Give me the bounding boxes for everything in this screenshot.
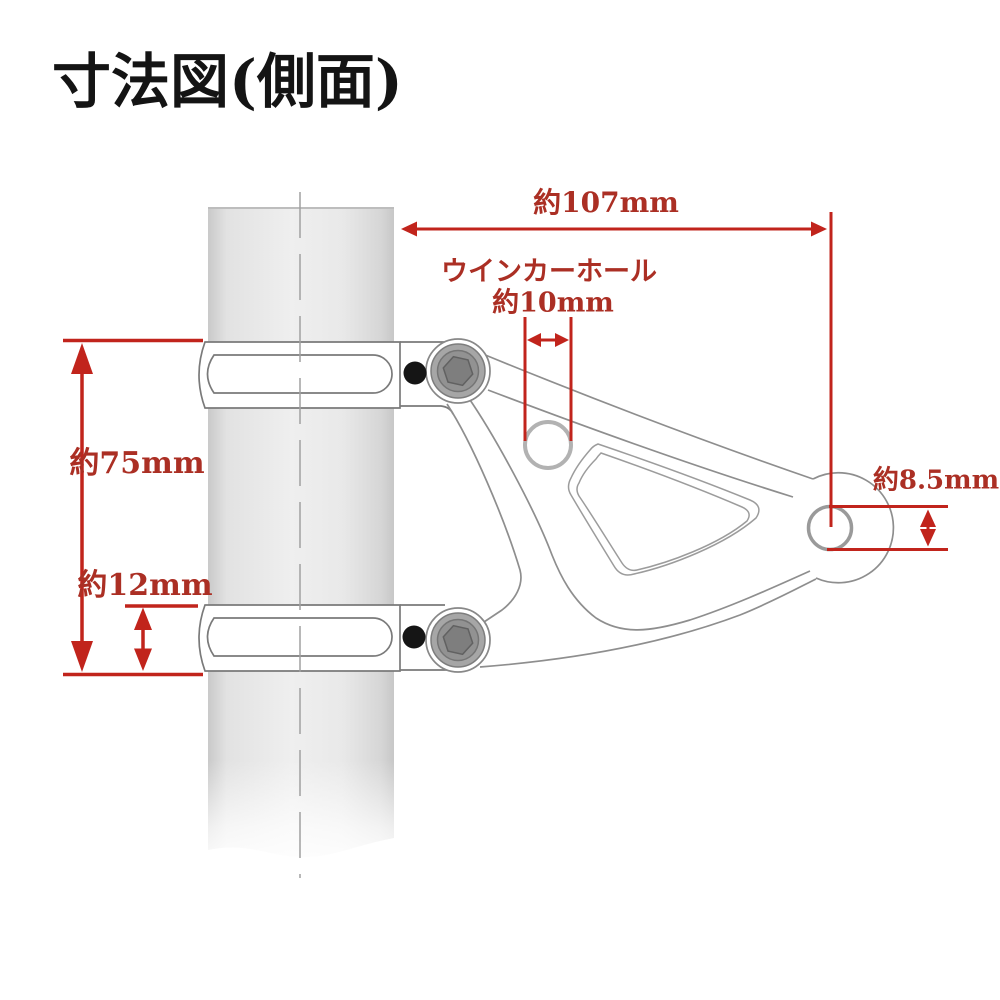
upper-clamp-bottom-stub	[400, 405, 454, 415]
page-title: 寸法図(側面)	[52, 47, 403, 116]
tube-bottom-fade	[202, 760, 400, 872]
dim-label-clamp-span: 約75mm	[69, 446, 205, 481]
arrowhead-left	[527, 333, 541, 347]
dim-label-overall-width: 約107mm	[533, 186, 679, 219]
dim-clamp-span	[63, 338, 203, 677]
arrowhead-right	[811, 221, 827, 237]
winker-hole	[523, 420, 573, 470]
brace-strut	[446, 396, 811, 631]
dim-headlight-hole	[827, 505, 948, 551]
hex-socket-icon	[442, 355, 474, 387]
arrowhead-up	[71, 343, 93, 374]
dim-label-winker-hole-name: ウインカーホール	[441, 256, 657, 288]
dim-winker-hole	[523, 317, 573, 441]
pocket-cutout	[567, 443, 760, 576]
upper-clamp	[198, 341, 454, 415]
dim-lower-clamp	[125, 604, 198, 671]
arrowhead-down	[71, 641, 93, 672]
arrowhead-down	[134, 648, 152, 671]
upper-arm	[477, 351, 814, 498]
hex-socket-icon	[442, 624, 474, 656]
dim-label-lower-clamp-offset: 約12mm	[77, 568, 213, 603]
lower-pinch-bolt-dot	[402, 625, 426, 649]
upper-pinch-bolt-dot	[403, 361, 427, 385]
fork-tube	[202, 207, 400, 872]
upper-clamp-slot	[206, 354, 393, 394]
arrowhead-left	[401, 221, 417, 237]
lower-clamp-bolt	[430, 612, 486, 668]
dimension-annotations	[63, 212, 948, 677]
dim-label-headlight-hole-diameter: 約8.5mm	[872, 465, 1000, 496]
arrowhead-down	[920, 529, 936, 547]
arrowhead-right	[555, 333, 569, 347]
dim-overall-width	[401, 212, 833, 527]
dim-label-winker-hole-diameter: 約10mm	[492, 287, 614, 319]
lower-arm	[479, 578, 817, 668]
arrowhead-up	[134, 607, 152, 630]
arrowhead-up	[920, 509, 936, 527]
upper-clamp-bolt	[430, 343, 486, 399]
headlight-bracket	[402, 338, 895, 673]
